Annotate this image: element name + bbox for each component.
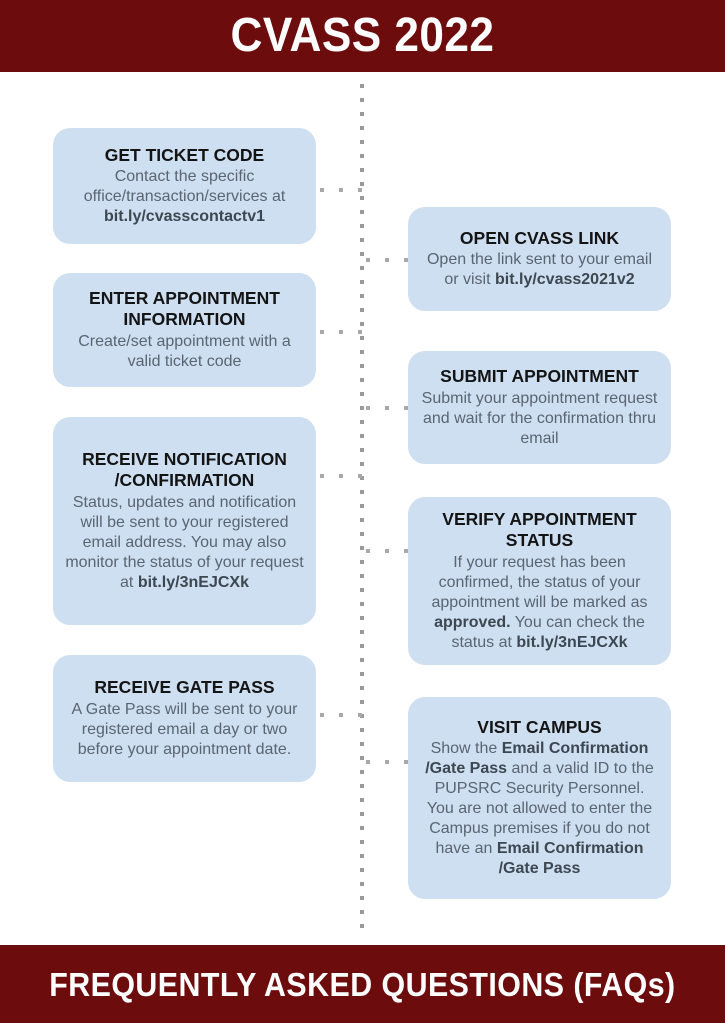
connector-enter-appointment-information xyxy=(320,330,362,334)
step-body-submit-appointment: Submit your appointment request and wait… xyxy=(420,389,659,449)
step-body-emphasis: bit.ly/3nEJCXk xyxy=(516,633,628,651)
step-body-text: Open the link sent to your email or visi… xyxy=(426,251,652,289)
step-body-enter-appointment-information: Create/set appointment with a valid tick… xyxy=(65,332,304,372)
connector-receive-notification-confirmation xyxy=(320,474,362,478)
step-body-emphasis: Email Confirmation /Gate Pass xyxy=(425,740,649,778)
step-body-emphasis: bit.ly/cvass2021v2 xyxy=(495,271,635,289)
step-body-text: and a valid ID to the PUPSRC Security Pe… xyxy=(426,760,654,858)
step-title-enter-appointment-information: ENTER APPOINTMENT INFORMATION xyxy=(89,288,280,329)
step-body-text: Status, updates and notification will be… xyxy=(65,493,304,591)
footer-title: FREQUENTLY ASKED QUESTIONS (FAQs) xyxy=(49,965,676,1003)
step-body-open-cvass-link: Open the link sent to your email or visi… xyxy=(420,250,659,290)
step-body-text: If your request has been confirmed, the … xyxy=(431,553,648,611)
step-body-get-ticket-code: Contact the specific office/transaction/… xyxy=(65,167,304,227)
step-title-receive-notification-confirmation: RECEIVE NOTIFICATION /CONFIRMATION xyxy=(82,449,287,490)
step-title-receive-gate-pass: RECEIVE GATE PASS xyxy=(94,677,275,698)
step-body-receive-notification-confirmation: Status, updates and notification will be… xyxy=(65,493,304,593)
connector-submit-appointment xyxy=(366,406,410,410)
step-body-emphasis: Email Confirmation /Gate Pass xyxy=(496,840,644,878)
connector-visit-campus xyxy=(366,760,410,764)
step-body-text: Show the xyxy=(430,740,502,758)
step-title-visit-campus: VISIT CAMPUS xyxy=(477,716,602,737)
step-body-text: Create/set appointment with a valid tick… xyxy=(78,332,291,370)
connector-receive-gate-pass xyxy=(320,713,362,717)
step-body-receive-gate-pass: A Gate Pass will be sent to your registe… xyxy=(65,700,304,760)
flow-spine xyxy=(360,84,364,936)
step-body-text: Submit your appointment request and wait… xyxy=(421,389,658,447)
step-body-emphasis: bit.ly/cvasscontactv1 xyxy=(104,208,265,226)
header-banner: CVASS 2022 xyxy=(0,0,725,72)
step-title-submit-appointment: SUBMIT APPOINTMENT xyxy=(440,366,639,387)
step-title-verify-appointment-status: VERIFY APPOINTMENT STATUS xyxy=(442,509,637,550)
step-title-open-cvass-link: OPEN CVASS LINK xyxy=(459,227,620,248)
step-body-emphasis: approved. xyxy=(434,613,511,631)
step-body-emphasis: bit.ly/3nEJCXk xyxy=(137,573,249,591)
connector-open-cvass-link xyxy=(366,258,410,262)
step-title-get-ticket-code: GET TICKET CODE xyxy=(104,144,265,165)
step-box-get-ticket-code: GET TICKET CODE Contact the specific offi… xyxy=(53,128,316,244)
step-body-visit-campus: Show the Email Confirmation /Gate Pass a… xyxy=(420,739,659,879)
footer-banner: FREQUENTLY ASKED QUESTIONS (FAQs) xyxy=(0,945,725,1023)
connector-verify-appointment-status xyxy=(366,549,410,553)
step-box-open-cvass-link: OPEN CVASS LINK Open the link sent to you… xyxy=(408,207,671,311)
page-title: CVASS 2022 xyxy=(230,9,495,62)
step-body-text: Contact the specific office/transaction/… xyxy=(83,168,286,206)
connector-get-ticket-code xyxy=(320,188,362,192)
step-body-text: A Gate Pass will be sent to your registe… xyxy=(71,700,298,758)
step-body-text: You can check the status at xyxy=(451,613,645,651)
step-body-verify-appointment-status: If your request has been confirmed, the … xyxy=(420,553,659,653)
